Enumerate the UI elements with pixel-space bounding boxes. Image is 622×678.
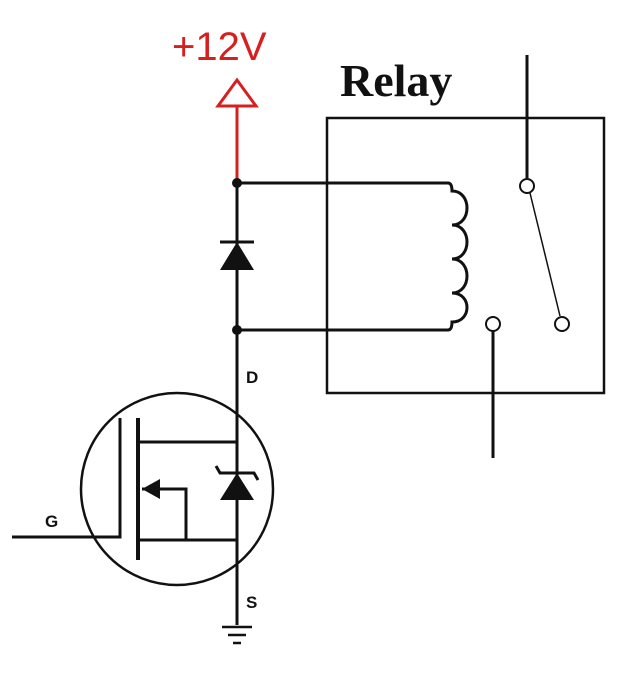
relay-box — [325, 116, 606, 395]
body-zener-diode-icon — [214, 465, 260, 500]
relay-switch-icon — [485, 55, 570, 458]
relay-coil-icon — [447, 181, 469, 332]
supply-arrow-icon — [215, 77, 259, 183]
coil-wires — [237, 181, 448, 332]
n-channel-mosfet-icon — [12, 391, 275, 587]
relay-label: Relay — [340, 55, 452, 106]
source-label: S — [246, 593, 257, 612]
ground-icon — [222, 625, 252, 645]
flyback-diode-icon — [220, 240, 254, 270]
drain-label: D — [246, 368, 258, 387]
supply-voltage-label: +12V — [172, 25, 267, 69]
gate-label: G — [45, 512, 58, 531]
